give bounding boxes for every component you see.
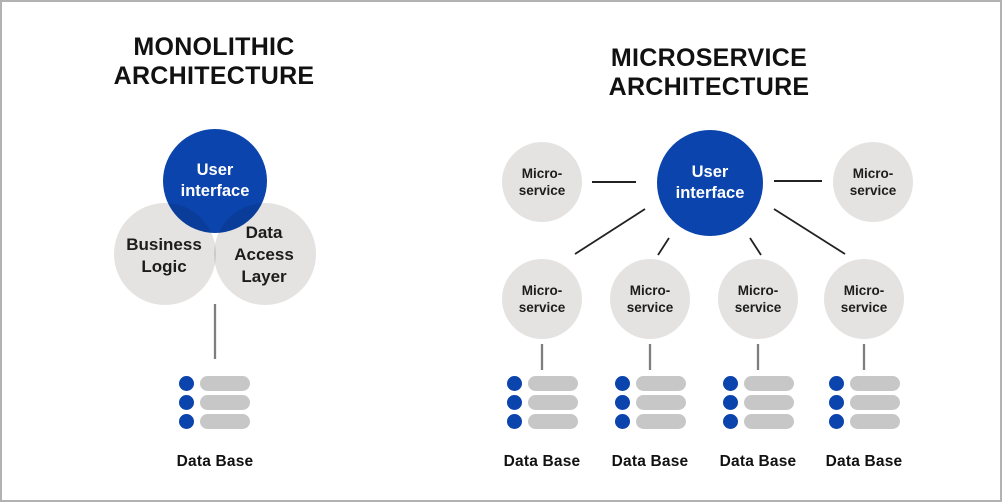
link-ui-bottom-3	[749, 237, 762, 256]
business-logic-circle	[114, 203, 216, 305]
database-row	[179, 395, 250, 410]
microservice-circle-bottom-2	[610, 259, 690, 339]
monolith-venn	[114, 129, 316, 359]
micro-db-label-4: Data Base	[825, 453, 903, 470]
microservice-label-bottom-2: Micro-service	[626, 283, 674, 315]
microservice-title-line2: ARCHITECTURE	[608, 73, 810, 101]
db-dot-icon	[615, 414, 630, 429]
micro-db-label-2: Data Base	[611, 453, 689, 470]
database-rows-icon	[615, 376, 686, 429]
link-ui-bottom-4	[773, 208, 846, 255]
db-dot-icon	[615, 376, 630, 391]
db-dot-icon	[829, 414, 844, 429]
database-rows-icon	[829, 376, 900, 429]
db-bar	[850, 376, 900, 391]
database-row	[615, 395, 686, 410]
microservice-circle-top-right	[833, 142, 913, 222]
database-rows-icon	[723, 376, 794, 429]
monolith-ui-label: User interface	[180, 161, 250, 200]
db-bar	[200, 376, 250, 391]
db-dot-icon	[507, 395, 522, 410]
database-row	[179, 376, 250, 391]
microservice-circle-bottom-3	[718, 259, 798, 339]
db-bar	[744, 414, 794, 429]
database-row	[829, 376, 900, 391]
db-dot-icon	[179, 376, 194, 391]
db-bar	[636, 395, 686, 410]
microservice-circle-bottom-1	[502, 259, 582, 339]
monolith-user-interface-circle	[163, 129, 267, 233]
microservice-title-line1: MICROSERVICE	[610, 44, 808, 72]
db-bar	[528, 395, 578, 410]
db-dot-icon	[723, 376, 738, 391]
db-bar	[528, 414, 578, 429]
micro-db-label-3: Data Base	[719, 453, 797, 470]
db-dot-icon	[829, 376, 844, 391]
database-row	[829, 395, 900, 410]
link-ui-bottom-2	[657, 237, 670, 256]
db-bar	[636, 376, 686, 391]
db-bar	[636, 414, 686, 429]
data-access-layer-label: Data Access Layer	[234, 223, 294, 286]
microservice-circle-bottom-4	[824, 259, 904, 339]
database-row	[615, 414, 686, 429]
database-rows-icon	[179, 376, 250, 429]
db-dot-icon	[829, 395, 844, 410]
db-bar	[850, 395, 900, 410]
database-rows-icon	[507, 376, 578, 429]
microservice-graph	[502, 130, 913, 370]
db-dot-icon	[615, 395, 630, 410]
link-ui-bottom-1	[574, 208, 646, 255]
db-dot-icon	[507, 376, 522, 391]
database-row	[507, 395, 578, 410]
monolithic-title: MONOLITHIC ARCHITECTURE	[114, 33, 315, 91]
business-logic-label: Business Logic	[126, 235, 202, 276]
microservice-circle-top-left	[502, 142, 582, 222]
db-bar	[200, 395, 250, 410]
database-row	[507, 414, 578, 429]
monolith-db-label: Data Base	[176, 453, 254, 470]
monolithic-title-line1: MONOLITHIC	[133, 33, 295, 61]
micro-db-label-1: Data Base	[503, 453, 581, 470]
microservice-label-top-left: Micro-service	[518, 166, 566, 198]
data-access-circle	[214, 203, 316, 305]
database-row	[723, 414, 794, 429]
database-row	[615, 376, 686, 391]
microservice-label-bottom-4: Micro-service	[840, 283, 888, 315]
micro-ui-label: User interface	[675, 163, 745, 202]
database-row	[723, 395, 794, 410]
database-row	[507, 376, 578, 391]
microservice-label-bottom-1: Micro-service	[518, 283, 566, 315]
db-bar	[528, 376, 578, 391]
db-dot-icon	[507, 414, 522, 429]
microservice-title: MICROSERVICE ARCHITECTURE	[609, 44, 810, 102]
microservice-label-top-right: Micro-service	[849, 166, 897, 198]
db-dot-icon	[723, 414, 738, 429]
db-bar	[850, 414, 900, 429]
database-row	[829, 414, 900, 429]
db-bar	[200, 414, 250, 429]
monolithic-title-line2: ARCHITECTURE	[113, 62, 315, 90]
db-dot-icon	[179, 414, 194, 429]
database-row	[723, 376, 794, 391]
micro-user-interface-circle	[657, 130, 763, 236]
db-dot-icon	[723, 395, 738, 410]
microservice-label-bottom-3: Micro-service	[734, 283, 782, 315]
db-bar	[744, 376, 794, 391]
db-dot-icon	[179, 395, 194, 410]
db-bar	[744, 395, 794, 410]
database-row	[179, 414, 250, 429]
